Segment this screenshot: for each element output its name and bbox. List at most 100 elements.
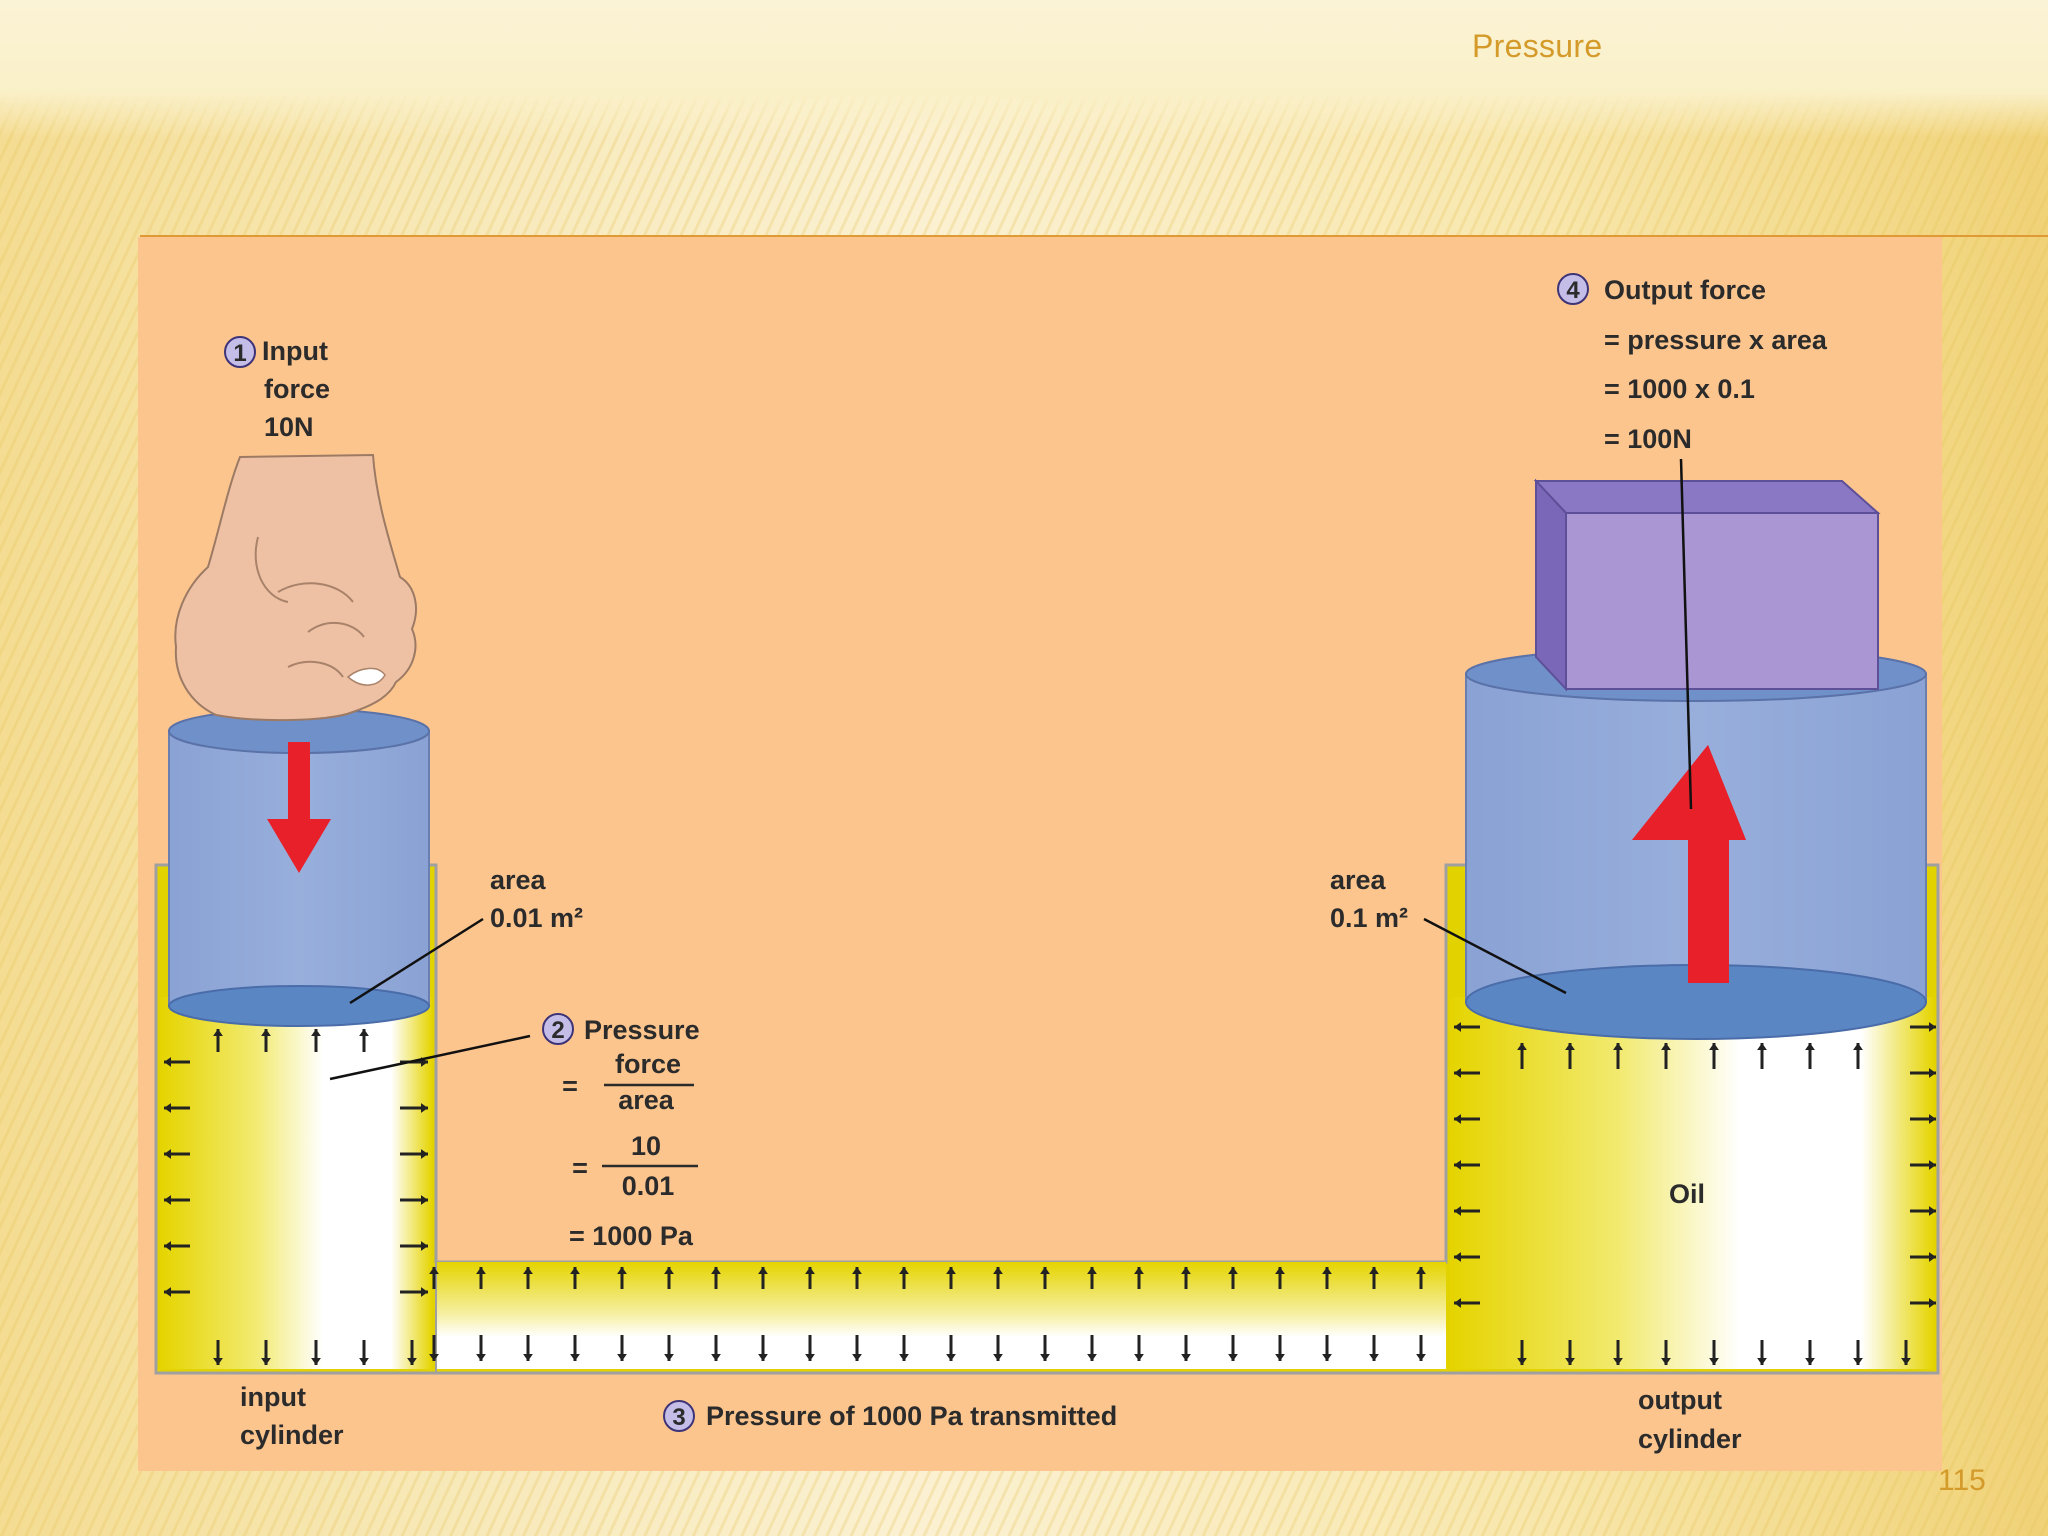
- pressure-arrow: [1454, 1160, 1480, 1170]
- pressure-arrow: [946, 1335, 956, 1361]
- pressure-arrow: [570, 1335, 580, 1361]
- svg-text:=: =: [572, 1153, 588, 1183]
- output-cylinder-oil: [1450, 997, 1934, 1369]
- pressure-arrow: [164, 1195, 190, 1205]
- pressure-arrow: [164, 1241, 190, 1251]
- svg-text:= 100N: = 100N: [1604, 424, 1692, 454]
- leader-lines: [329, 458, 1693, 1081]
- pressure-arrow: [213, 1029, 223, 1052]
- pressure-arrow: [805, 1335, 815, 1361]
- pressure-arrow: [164, 1057, 190, 1067]
- connecting-pipe-oil: [436, 1262, 1446, 1369]
- output-area-leader: [1423, 917, 1567, 995]
- pressure-arrow: [1910, 1252, 1936, 1262]
- pressure-arrow: [1613, 1340, 1623, 1365]
- pressure-arrow: [407, 1340, 417, 1365]
- pressure-arrow: [164, 1103, 190, 1113]
- pressure-arrow: [899, 1335, 909, 1361]
- pressure-arrow: [993, 1335, 1003, 1361]
- pressure-arrow: [213, 1340, 223, 1365]
- pressure-arrow: [1454, 1022, 1480, 1032]
- pressure-arrow: [400, 1287, 428, 1297]
- pressure-arrow: [1322, 1335, 1332, 1361]
- pressure-arrow: [1565, 1043, 1575, 1069]
- pressure-arrow: [1517, 1043, 1527, 1069]
- pressure-arrow: [1040, 1335, 1050, 1361]
- pressure-arrow: [1454, 1298, 1480, 1308]
- pressure-arrow: [1369, 1267, 1379, 1289]
- svg-text:cylinder: cylinder: [240, 1420, 344, 1450]
- pressure-arrows: [164, 1022, 1936, 1365]
- pressure-arrow: [1454, 1068, 1480, 1078]
- pressure-leader: [329, 1034, 531, 1081]
- svg-text:10: 10: [631, 1131, 661, 1161]
- svg-text:Output force: Output force: [1604, 275, 1766, 305]
- pressure-arrow: [1228, 1335, 1238, 1361]
- svg-text:Pressure of 1000 Pa transmitte: Pressure of 1000 Pa transmitted: [706, 1401, 1117, 1431]
- page-number: 115: [1938, 1464, 1986, 1497]
- pressure-arrow: [1853, 1043, 1863, 1069]
- input-cylinder-oil: [160, 997, 432, 1369]
- svg-text:cylinder: cylinder: [1638, 1424, 1742, 1454]
- step4-output-formula: 4 Output force = pressure x area = 1000 …: [1557, 273, 1828, 454]
- svg-text:=: =: [562, 1071, 578, 1101]
- pressure-arrow: [1134, 1335, 1144, 1361]
- pressure-arrow: [1228, 1267, 1238, 1289]
- pressure-arrow: [1181, 1335, 1191, 1361]
- pressure-arrow: [523, 1267, 533, 1289]
- svg-text:area: area: [618, 1085, 675, 1115]
- input-force-arrow: [267, 742, 331, 873]
- svg-text:4: 4: [1566, 277, 1580, 304]
- pressure-arrow: [1275, 1267, 1285, 1289]
- svg-text:10N: 10N: [264, 412, 314, 442]
- pressure-arrow: [1087, 1267, 1097, 1289]
- pressure-arrow: [1416, 1267, 1426, 1289]
- output-force-leader: [1679, 458, 1693, 810]
- svg-text:3: 3: [672, 1404, 685, 1431]
- step2-pressure-formula: 2 Pressure = force area = 10 0.01 = 1000…: [542, 1013, 700, 1251]
- pressure-arrow: [1910, 1022, 1936, 1032]
- svg-text:area: area: [1330, 865, 1387, 895]
- pressure-arrow: [476, 1267, 486, 1289]
- pressure-arrow: [429, 1267, 439, 1289]
- output-force-arrow-head: [1632, 745, 1746, 983]
- svg-text:= 1000 x 0.1: = 1000 x 0.1: [1604, 374, 1755, 404]
- step3-label: 3 Pressure of 1000 Pa transmitted: [663, 1400, 1117, 1432]
- pressure-arrow: [164, 1287, 190, 1297]
- input-area-leader: [349, 917, 484, 1005]
- svg-text:2: 2: [551, 1017, 564, 1044]
- pressure-arrow: [1454, 1252, 1480, 1262]
- svg-text:input: input: [240, 1382, 306, 1412]
- pressure-arrow: [1087, 1335, 1097, 1361]
- pressure-arrow: [570, 1267, 580, 1289]
- svg-text:0.01: 0.01: [622, 1171, 675, 1201]
- pressure-arrow: [359, 1340, 369, 1365]
- pressure-arrow: [311, 1340, 321, 1365]
- svg-text:output: output: [1638, 1385, 1722, 1415]
- svg-text:force: force: [615, 1049, 681, 1079]
- pressure-arrow: [1757, 1340, 1767, 1365]
- pressure-arrow: [1517, 1340, 1527, 1365]
- pressure-arrow: [946, 1267, 956, 1289]
- svg-text:force: force: [264, 374, 330, 404]
- pressure-arrow: [1805, 1043, 1815, 1069]
- pressure-arrow: [1910, 1298, 1936, 1308]
- pressure-arrow: [1040, 1267, 1050, 1289]
- pressure-arrow: [1853, 1340, 1863, 1365]
- pressure-arrow: [852, 1267, 862, 1289]
- pressure-arrow: [523, 1335, 533, 1361]
- pressure-arrow: [1454, 1206, 1480, 1216]
- pressure-arrow: [711, 1267, 721, 1289]
- pressure-arrow: [664, 1267, 674, 1289]
- hydraulic-press-figure: 1 Input force 10N area 0.01 m² 2 Pressur…: [138, 237, 1942, 1471]
- pressure-arrow: [1910, 1160, 1936, 1170]
- pressure-arrow: [164, 1149, 190, 1159]
- pressure-arrow: [1901, 1340, 1911, 1365]
- oil-label: Oil: [1669, 1179, 1705, 1209]
- pressure-arrow: [1709, 1043, 1719, 1069]
- pressure-arrow: [1613, 1043, 1623, 1069]
- output-area-label: area 0.1 m²: [1330, 865, 1408, 933]
- title-divider: [140, 235, 2048, 237]
- pressure-arrow: [617, 1335, 627, 1361]
- pressure-arrow: [1134, 1267, 1144, 1289]
